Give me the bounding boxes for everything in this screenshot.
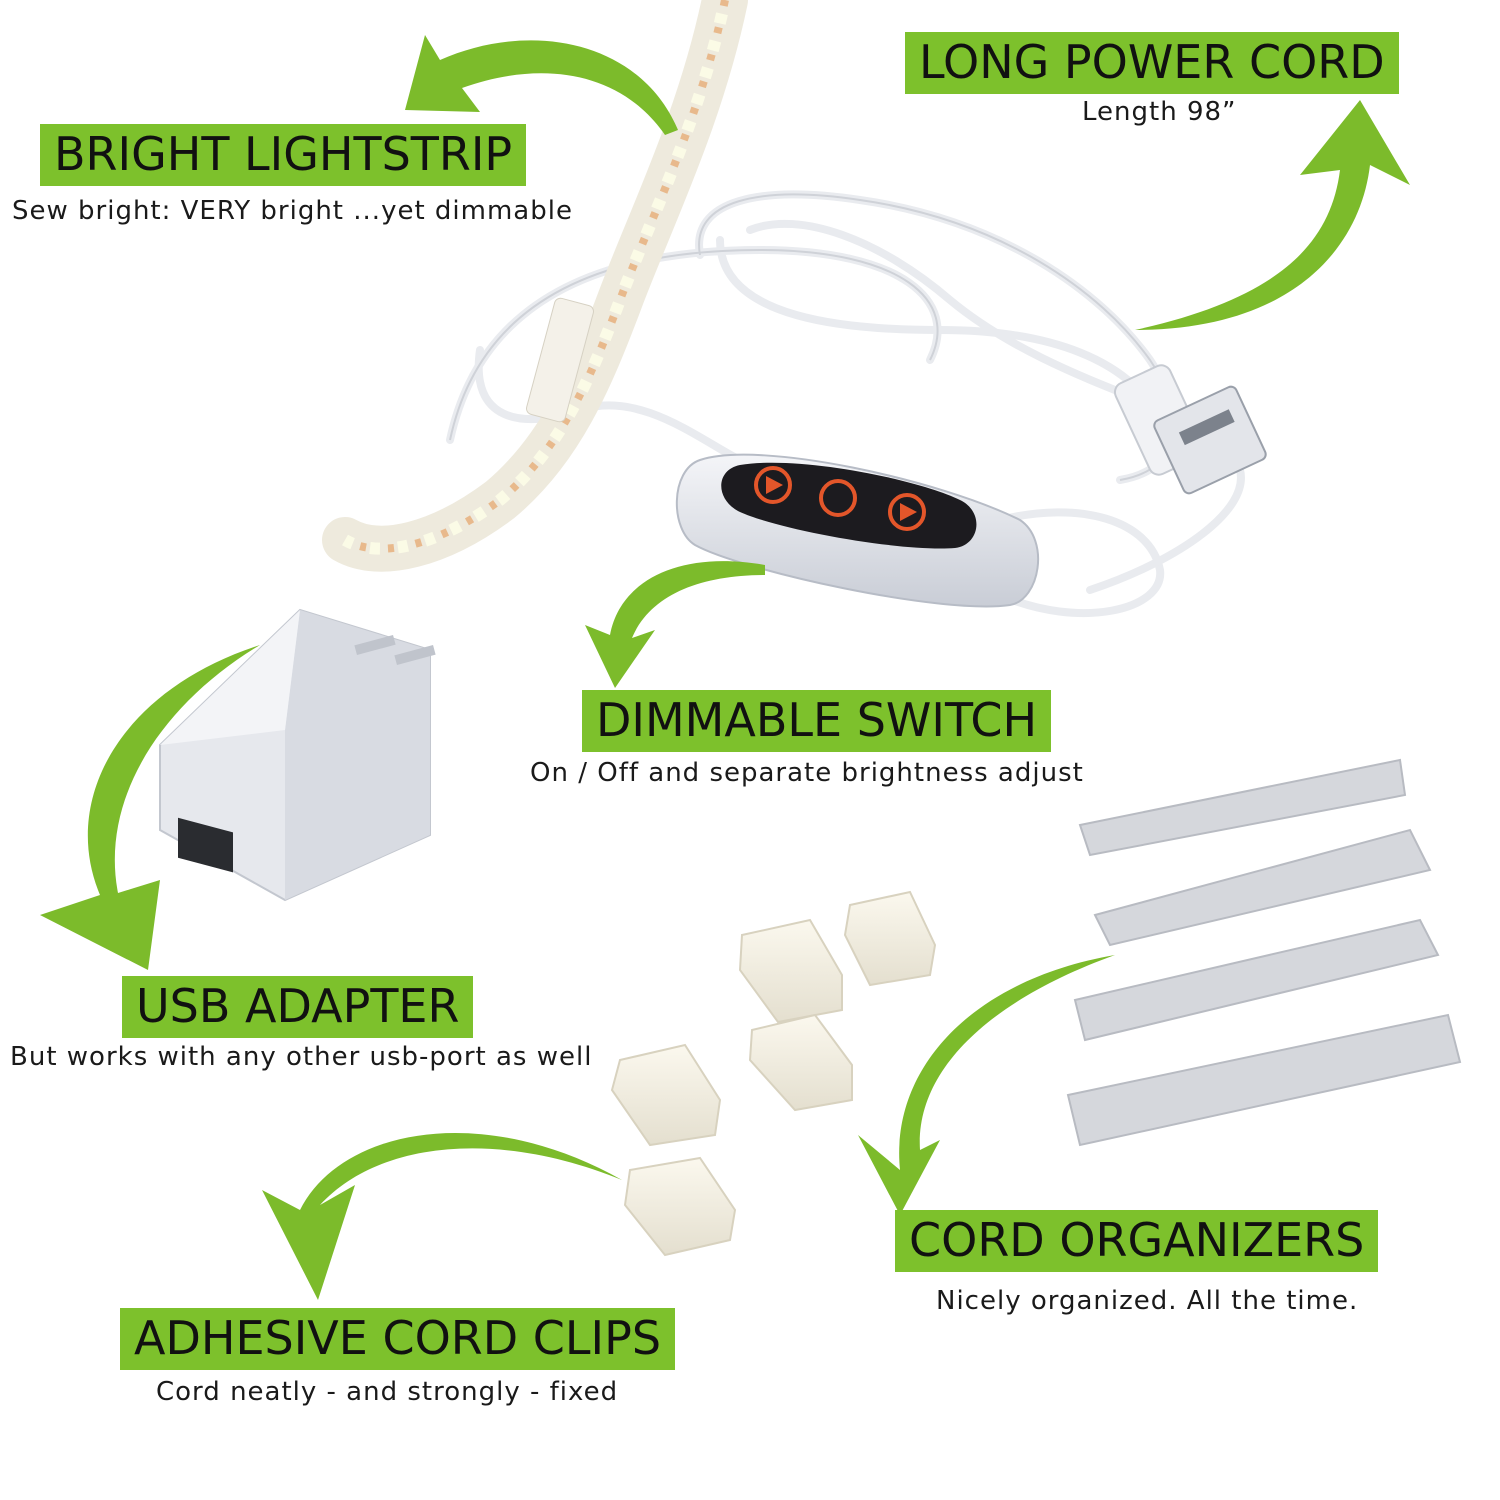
usb-wall-adapter	[159, 608, 436, 902]
power-cord-title: LONG POWER CORD	[905, 32, 1399, 94]
cord-organizer-strap	[1078, 758, 1407, 857]
curved-arrow-icon	[405, 35, 678, 135]
usb-plug	[1113, 364, 1267, 495]
cord-organizer-strap	[1073, 918, 1440, 1042]
cord-clips	[610, 890, 937, 1257]
cord-clip	[738, 918, 843, 1024]
organizers-title: CORD ORGANIZERS	[895, 1210, 1379, 1272]
arrow-lightstrip	[405, 35, 678, 135]
arrow-adapter	[40, 645, 260, 970]
curved-arrow-icon	[585, 561, 765, 688]
dimmer-switch	[675, 453, 1040, 608]
cord-clip	[610, 1043, 722, 1147]
curved-arrow-icon	[1135, 100, 1410, 330]
adapter-title: USB ADAPTER	[122, 976, 474, 1038]
cord-organizer-strap	[1066, 1013, 1462, 1147]
cord-clip	[843, 890, 937, 987]
curved-arrow-icon	[262, 1132, 622, 1300]
switch-subtitle: On / Off and separate brightness adjust	[530, 758, 1084, 788]
arrow-clips	[262, 1132, 622, 1300]
arrow-organizers	[858, 955, 1115, 1215]
arrow-switch	[585, 561, 765, 688]
organizers-subtitle: Nicely organized. All the time.	[936, 1286, 1359, 1316]
lightstrip-subtitle: Sew bright: VERY bright ...yet dimmable	[12, 196, 573, 226]
power-cord-subtitle: Length 98”	[1082, 97, 1237, 127]
cord-organizer-strap	[1093, 828, 1432, 947]
curved-arrow-icon	[858, 955, 1115, 1215]
clips-title: ADHESIVE CORD CLIPS	[120, 1308, 676, 1370]
lightstrip-title: BRIGHT LIGHTSTRIP	[40, 124, 527, 186]
led-strip	[322, 0, 748, 572]
curved-arrow-icon	[40, 645, 260, 970]
clips-subtitle: Cord neatly - and strongly - fixed	[156, 1377, 619, 1407]
switch-title: DIMMABLE SWITCH	[582, 690, 1052, 752]
cord-clip	[623, 1156, 737, 1257]
arrow-power-cord	[1135, 100, 1410, 330]
adapter-subtitle: But works with any other usb-port as wel…	[10, 1042, 593, 1072]
cord-clip	[748, 1013, 853, 1112]
cord-organizer-straps	[1066, 758, 1462, 1147]
